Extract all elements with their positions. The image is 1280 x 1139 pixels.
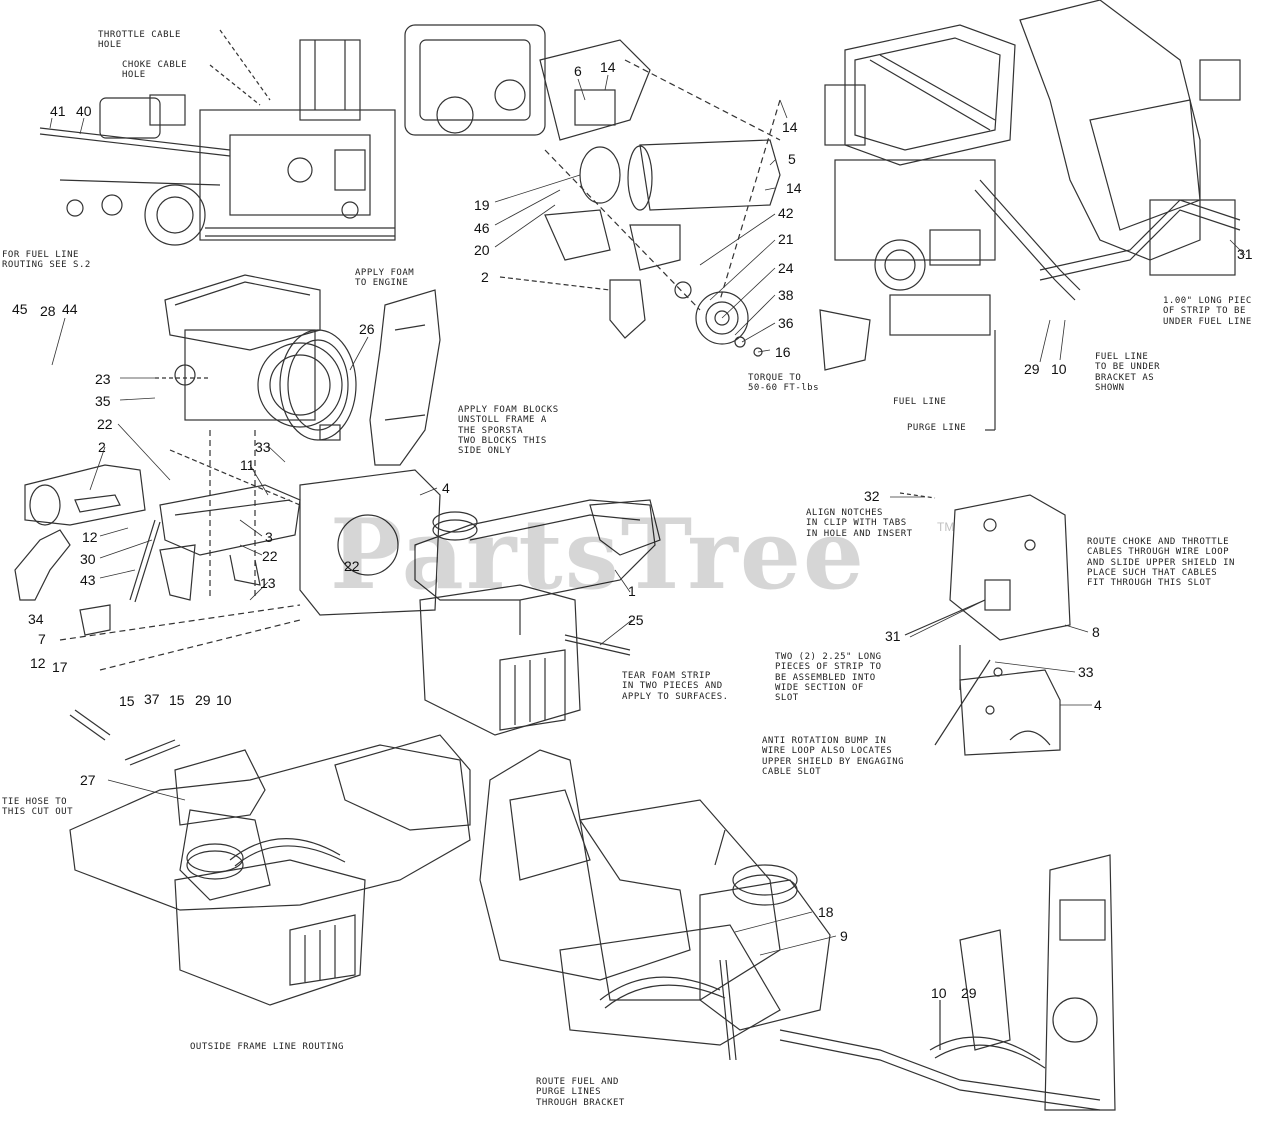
fuel-purge-routing-view (479, 749, 1116, 1111)
callout-33: 33 (255, 439, 271, 455)
callout-10: 10 (1051, 361, 1067, 377)
callout-44: 44 (62, 301, 78, 317)
callout-26: 26 (359, 321, 375, 337)
callout-33: 33 (1078, 664, 1094, 680)
callout-35: 35 (95, 393, 111, 409)
callout-4: 4 (1094, 697, 1102, 713)
callout-37: 37 (144, 691, 160, 707)
callout-14: 14 (782, 119, 798, 135)
watermark-brand: PartsTree (330, 498, 866, 611)
callout-6: 6 (574, 63, 582, 79)
callout-31: 31 (885, 628, 901, 644)
callout-10: 10 (216, 692, 232, 708)
callout-28: 28 (40, 303, 56, 319)
callout-19: 19 (474, 197, 490, 213)
callout-11: 11 (240, 457, 255, 473)
callout-13: 13 (260, 575, 276, 591)
callout-32: 32 (864, 488, 880, 504)
engine-mount-exploded-view (14, 274, 441, 671)
leader-lines (49, 74, 1246, 1015)
note-purge-line: PURGE LINE (907, 423, 967, 433)
callout-21: 21 (778, 231, 794, 247)
callout-24: 24 (778, 260, 794, 276)
upper-shield-view (899, 492, 1071, 756)
callout-20: 20 (474, 242, 490, 258)
callout-41: 41 (50, 103, 66, 119)
callout-27: 27 (80, 772, 96, 788)
callout-2: 2 (98, 439, 106, 455)
callout-14: 14 (786, 180, 802, 196)
callout-18: 18 (818, 904, 834, 920)
callout-12: 12 (30, 655, 46, 671)
callout-7: 7 (38, 631, 46, 647)
callout-23: 23 (95, 371, 111, 387)
engine-in-frame-view (819, 0, 1241, 431)
callout-30: 30 (80, 551, 96, 567)
callout-16: 16 (775, 344, 791, 360)
callout-22: 22 (262, 548, 278, 564)
callout-29: 29 (195, 692, 211, 708)
callout-36: 36 (778, 315, 794, 331)
callout-46: 46 (474, 220, 490, 236)
callout-12: 12 (82, 529, 98, 545)
callout-9: 9 (840, 928, 848, 944)
throttle-linkage-view (39, 29, 396, 246)
callout-31: 31 (1237, 246, 1253, 262)
callout-8: 8 (1092, 624, 1100, 640)
callout-29: 29 (1024, 361, 1040, 377)
callout-2: 2 (481, 269, 489, 285)
callout-29: 29 (961, 985, 977, 1001)
callout-10: 10 (931, 985, 947, 1001)
note-fuel-line: FUEL LINE (893, 397, 947, 407)
muffler-exploded-view (404, 24, 781, 357)
callout-45: 45 (12, 301, 28, 317)
callout-43: 43 (80, 572, 96, 588)
callout-22: 22 (344, 558, 360, 574)
callout-38: 38 (778, 287, 794, 303)
callout-15: 15 (119, 693, 135, 709)
callout-40: 40 (76, 103, 92, 119)
callout-1: 1 (628, 583, 636, 599)
callout-4: 4 (442, 480, 450, 496)
callout-14: 14 (600, 59, 616, 75)
callout-42: 42 (778, 205, 794, 221)
callout-22: 22 (97, 416, 113, 432)
fuel-tank-view (414, 499, 661, 736)
callout-15: 15 (169, 692, 185, 708)
outside-frame-routing-view (69, 709, 471, 1006)
callout-5: 5 (788, 151, 796, 167)
callout-3: 3 (265, 529, 273, 545)
note-outside-frame: OUTSIDE FRAME LINE ROUTING (190, 1042, 344, 1052)
callout-25: 25 (628, 612, 644, 628)
callout-34: 34 (28, 611, 44, 627)
callout-17: 17 (52, 659, 68, 675)
watermark-trademark: TM (937, 520, 955, 534)
